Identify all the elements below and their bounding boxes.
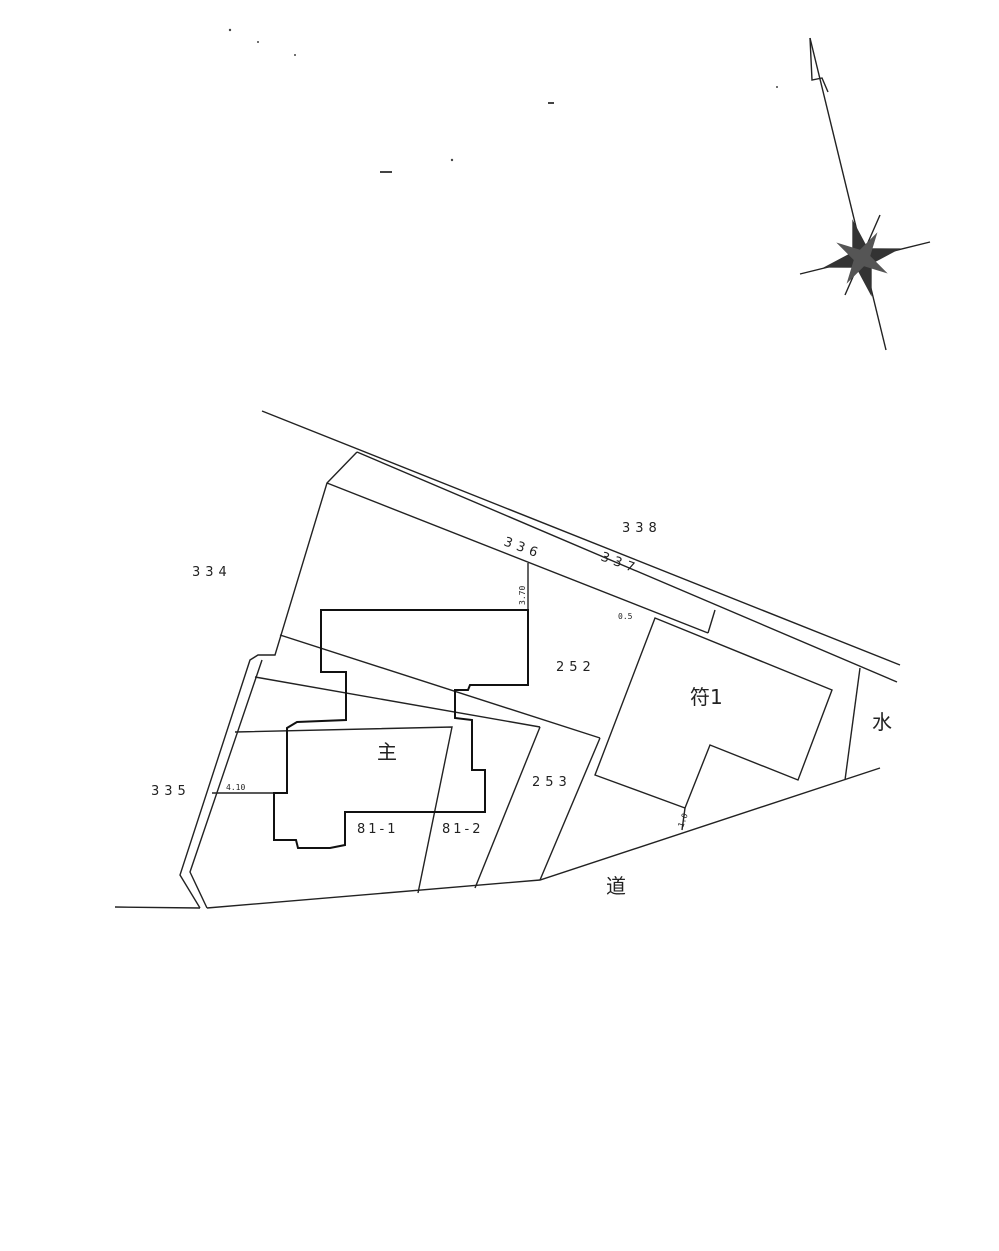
parcel-label-81-2: 81-2 — [442, 822, 484, 837]
parcel-label-81-1: 81-1 — [357, 822, 399, 837]
water-label: 水 — [872, 710, 892, 734]
north-arrow-compass-icon — [799, 37, 931, 351]
dimension-4-10: 4.10 — [226, 783, 245, 792]
parcel-label-334: 334 — [192, 565, 232, 580]
main-building-label: 主 — [377, 740, 397, 764]
parcel-label-335: 335 — [151, 784, 191, 799]
annex-building-label: 符1 — [690, 685, 723, 709]
dimension-0-5: 0.5 — [618, 612, 633, 621]
annex-building-outline — [594, 617, 833, 809]
parcel-label-252: 252 — [556, 660, 596, 675]
scan-specks — [228, 28, 778, 173]
main-building-outline — [273, 609, 529, 849]
road-label: 道 — [606, 874, 626, 898]
parcel-label-336: 336 — [502, 535, 545, 563]
dimension-1-0: 1.0 — [676, 812, 689, 829]
parcel-label-253: 253 — [532, 775, 572, 790]
parcel-boundaries — [114, 410, 901, 909]
dimension-3-70: 3.70 — [518, 586, 527, 605]
parcel-label-338: 338 — [622, 521, 662, 536]
